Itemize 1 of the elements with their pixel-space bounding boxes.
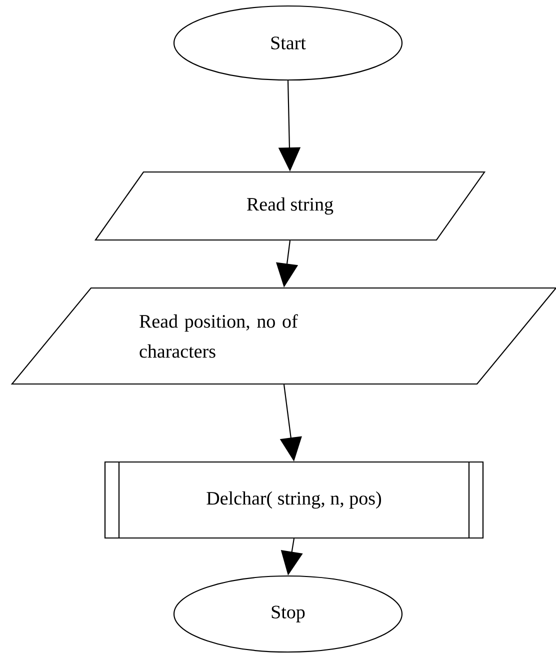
subroutine-box: Delchar( string, n, pos) (104, 461, 484, 539)
